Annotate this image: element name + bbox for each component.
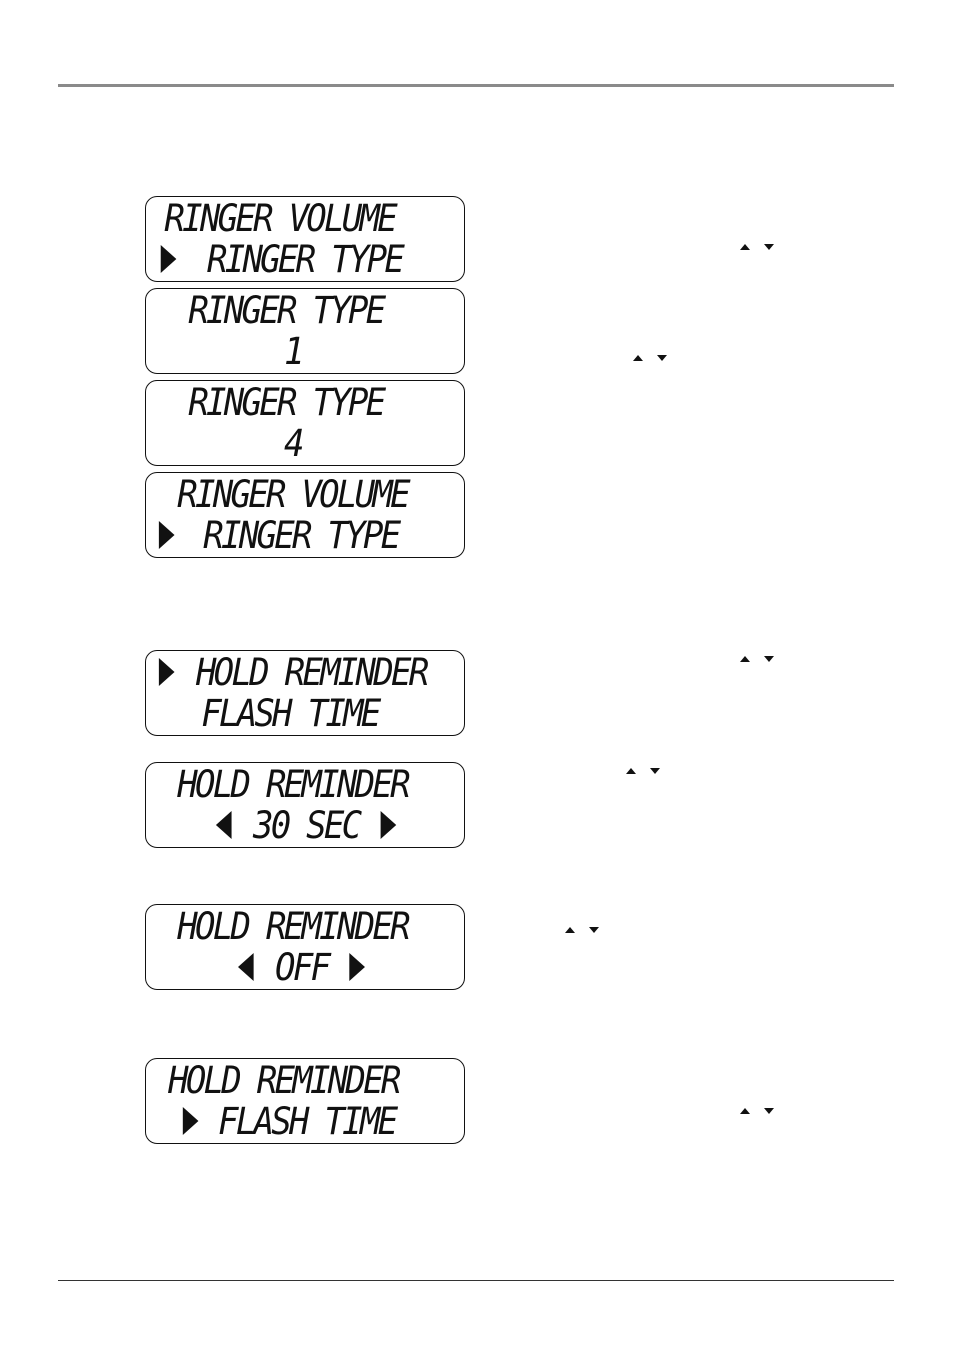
up-down-keys bbox=[740, 1104, 774, 1118]
lcd-line-2-text: FLASH TIME bbox=[218, 1100, 398, 1143]
up-arrow-icon bbox=[633, 355, 643, 361]
selection-cursor-icon bbox=[158, 657, 175, 686]
lcd-display-hold-menu-2: HOLD REMINDER FLASH TIME bbox=[145, 1058, 465, 1144]
up-down-keys bbox=[740, 652, 774, 666]
scroll-left-icon bbox=[238, 952, 254, 981]
up-arrow-icon bbox=[740, 656, 750, 662]
lcd-line-2: OFF bbox=[146, 948, 439, 988]
up-arrow-icon bbox=[626, 768, 636, 774]
lcd-line-2: FLASH TIME bbox=[146, 1102, 439, 1142]
up-down-keys bbox=[740, 240, 774, 254]
up-down-keys bbox=[565, 923, 599, 937]
up-down-keys bbox=[626, 764, 660, 778]
up-arrow-icon bbox=[740, 244, 750, 250]
down-arrow-icon bbox=[764, 656, 774, 662]
selection-cursor-icon bbox=[158, 520, 175, 549]
lcd-display-ringer-type-4: RINGER TYPE 4 bbox=[145, 380, 465, 466]
scroll-right-icon bbox=[349, 952, 366, 981]
down-arrow-icon bbox=[650, 768, 660, 774]
up-arrow-icon bbox=[565, 927, 575, 933]
up-arrow-icon bbox=[740, 1108, 750, 1114]
scroll-left-icon bbox=[215, 810, 232, 839]
lcd-line-1: RINGER TYPE bbox=[188, 381, 386, 424]
down-arrow-icon bbox=[657, 355, 667, 361]
lcd-line-2: FLASH TIME bbox=[201, 692, 381, 735]
selection-cursor-icon bbox=[182, 1106, 199, 1135]
lcd-line-2-text: RINGER TYPE bbox=[206, 238, 405, 281]
lcd-line-1: RINGER VOLUME bbox=[177, 473, 410, 516]
lcd-line-1-text: HOLD REMINDER bbox=[195, 651, 429, 694]
lcd-display-hold-30-sec: HOLD REMINDER 30 SEC bbox=[145, 762, 465, 848]
lcd-line-1: HOLD REMINDER bbox=[168, 1059, 401, 1102]
lcd-line-2-text: 30 SEC bbox=[252, 804, 362, 847]
lcd-display-ringer-menu-2: RINGER VOLUME RINGER TYPE bbox=[145, 472, 465, 558]
lcd-line-2: RINGER TYPE bbox=[146, 240, 439, 280]
lcd-line-1: RINGER VOLUME bbox=[164, 197, 397, 240]
lcd-line-1: HOLD REMINDER bbox=[146, 653, 439, 693]
down-arrow-icon bbox=[764, 1108, 774, 1114]
lcd-line-2-text: RINGER TYPE bbox=[203, 514, 401, 557]
bottom-rule bbox=[58, 1280, 894, 1281]
top-rule bbox=[58, 84, 894, 87]
lcd-line-2: 30 SEC bbox=[146, 806, 439, 846]
scroll-right-icon bbox=[380, 810, 397, 839]
down-arrow-icon bbox=[764, 244, 774, 250]
lcd-line-2-text: OFF bbox=[275, 946, 331, 989]
lcd-line-2: 4 bbox=[284, 422, 304, 465]
down-arrow-icon bbox=[589, 927, 599, 933]
lcd-display-hold-menu-1: HOLD REMINDER FLASH TIME bbox=[145, 650, 465, 736]
lcd-line-1: HOLD REMINDER bbox=[177, 763, 410, 806]
lcd-line-1: RINGER TYPE bbox=[188, 289, 386, 332]
lcd-display-hold-off: HOLD REMINDER OFF bbox=[145, 904, 465, 990]
lcd-line-1: HOLD REMINDER bbox=[177, 905, 410, 948]
up-down-keys bbox=[633, 351, 667, 365]
lcd-line-2: RINGER TYPE bbox=[146, 516, 439, 556]
selection-cursor-icon bbox=[160, 244, 177, 273]
lcd-display-ringer-menu-1: RINGER VOLUME RINGER TYPE bbox=[145, 196, 465, 282]
lcd-display-ringer-type-1: RINGER TYPE 1 bbox=[145, 288, 465, 374]
lcd-line-2: 1 bbox=[284, 330, 304, 373]
